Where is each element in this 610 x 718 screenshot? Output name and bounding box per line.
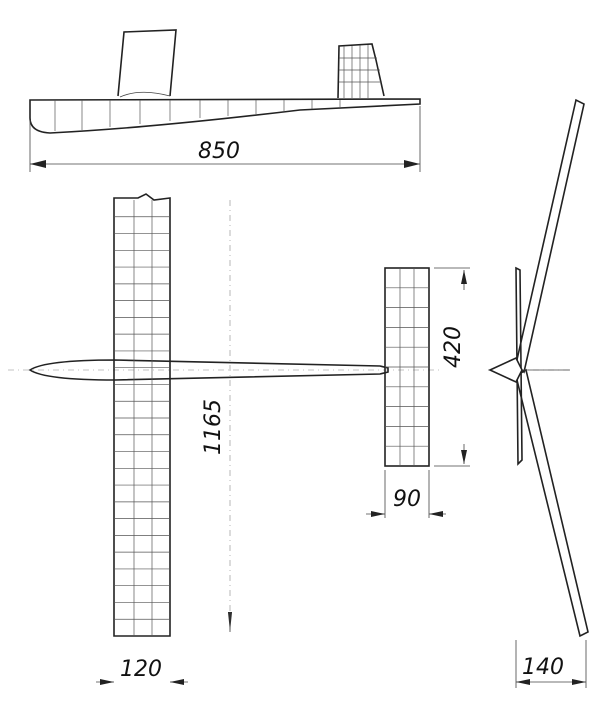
front-view: 140 xyxy=(488,98,589,688)
side-wing-panel xyxy=(117,29,177,97)
side-fuselage xyxy=(29,98,421,134)
top-fuselage xyxy=(28,359,389,381)
dihedral-dimension: 140 xyxy=(515,640,587,688)
front-wing-lower xyxy=(515,368,589,638)
side-view: 850 xyxy=(29,29,421,172)
stab-chord-dimension: 90 xyxy=(366,470,446,518)
top-wing xyxy=(113,193,171,637)
wingspan-dimension: 1165 xyxy=(201,399,232,632)
front-wing-upper xyxy=(515,98,585,374)
top-stabilizer xyxy=(384,267,430,467)
wing-chord-label: 120 xyxy=(120,657,162,682)
dihedral-label: 140 xyxy=(522,655,564,680)
front-fuselage xyxy=(488,356,523,384)
stab-span-dimension: 420 xyxy=(434,267,470,467)
front-fin xyxy=(515,266,523,466)
stab-span-label: 420 xyxy=(441,326,466,368)
stab-chord-label: 90 xyxy=(393,487,421,512)
side-fin xyxy=(337,43,385,99)
wingspan-label: 1165 xyxy=(201,399,226,455)
fuselage-length-dimension: 850 xyxy=(29,106,421,172)
wing-chord-dimension: 120 xyxy=(96,657,188,685)
fuselage-length-label: 850 xyxy=(198,139,240,164)
top-view: 1165 120 420 90 xyxy=(8,193,470,685)
